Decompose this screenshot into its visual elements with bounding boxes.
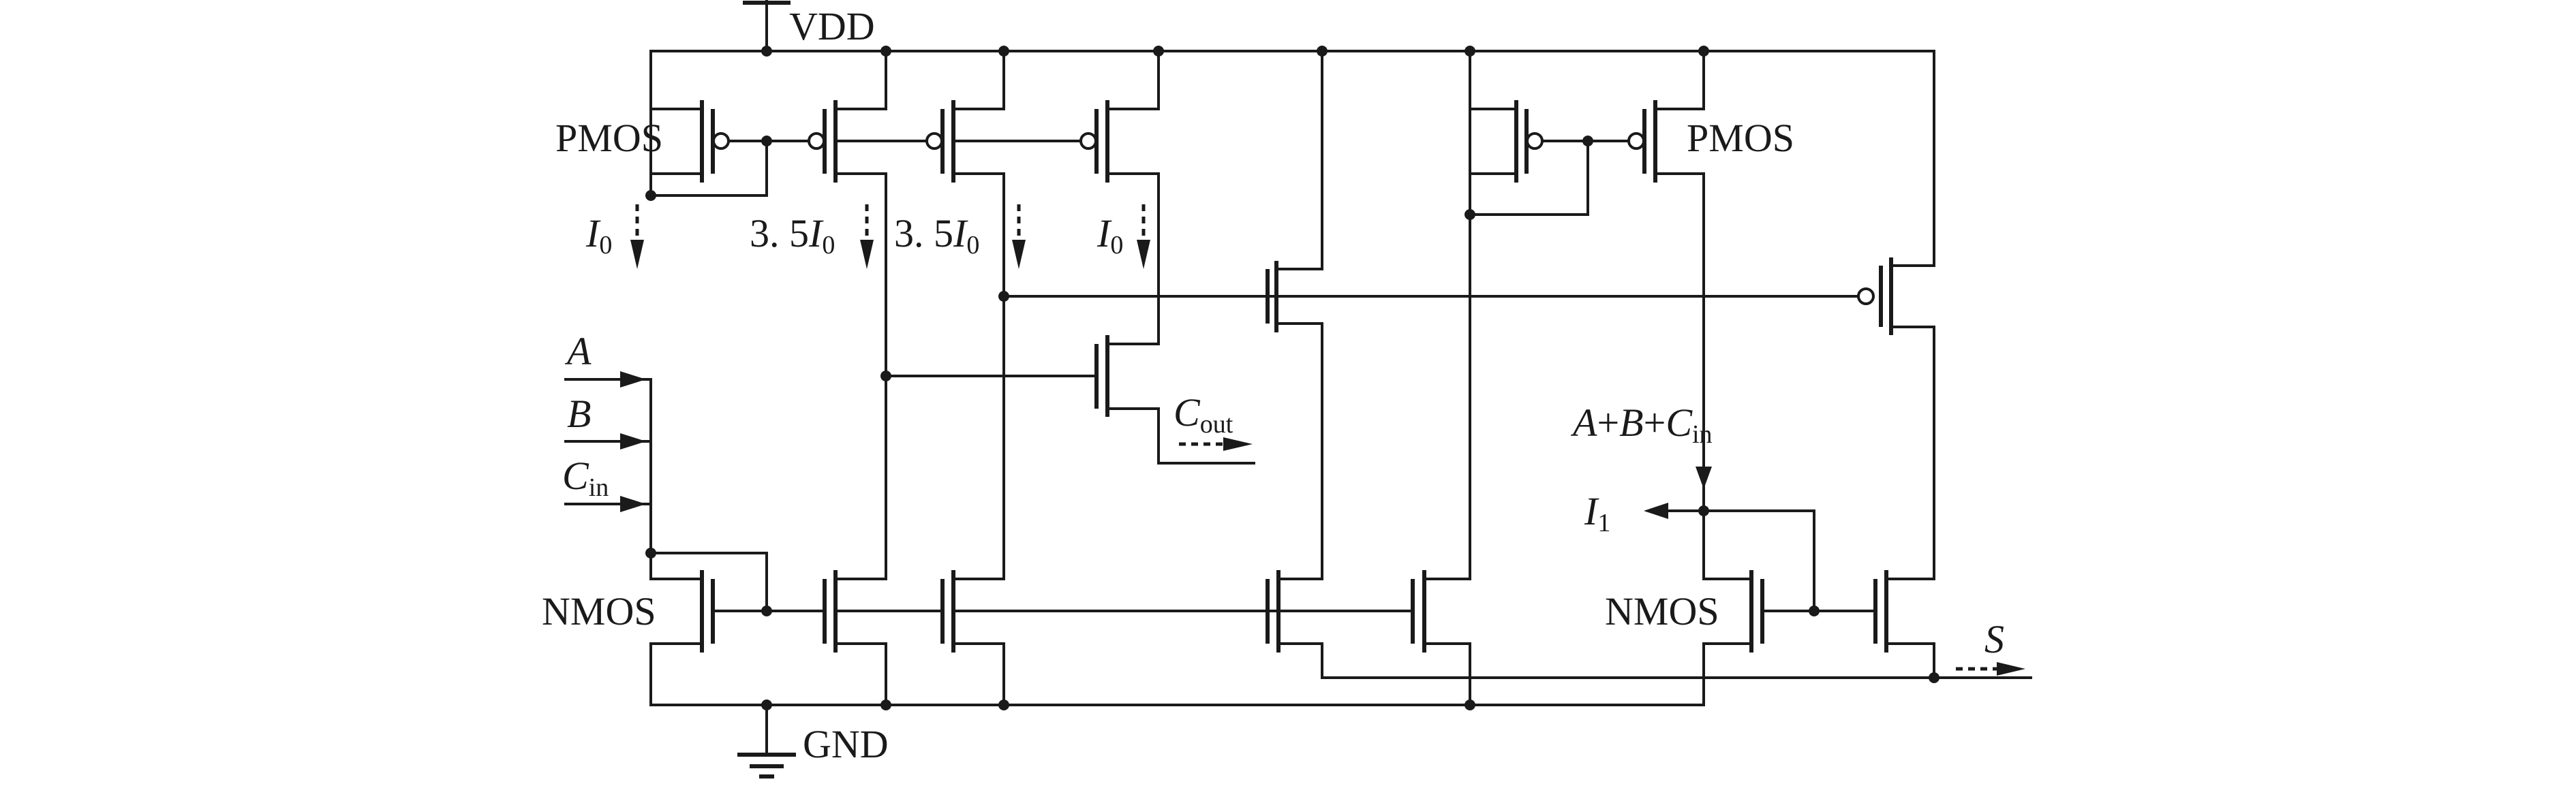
s-output [1929, 662, 2032, 683]
input-cin-label: Cin [562, 454, 609, 502]
cout-arrow [1179, 437, 1253, 451]
gnd-label: GND [803, 722, 889, 766]
pmos-transistor [834, 46, 1009, 580]
vdd-rail [649, 0, 1935, 52]
s-label: S [1984, 617, 2004, 661]
cout-label: Cout [1174, 390, 1233, 439]
pmos-transistor [645, 50, 772, 201]
current-arrow [860, 204, 874, 269]
current-label-3p5i0-b: 3. 5I0 [894, 211, 979, 260]
i1-label: I1 [1584, 489, 1610, 537]
pmos-right-label: PMOS [1687, 116, 1794, 160]
pmos-transistor [1857, 50, 1935, 580]
pmos-left-label: PMOS [555, 116, 663, 160]
middle-branch [1266, 46, 1935, 679]
nmos-transistor [1094, 335, 1255, 465]
pmos-transistor [761, 46, 1164, 345]
pmos-transistor [1465, 50, 1630, 220]
current-arrow [1012, 204, 1026, 269]
current-label-i0-left: I0 [585, 211, 612, 260]
nmos-transistor [761, 570, 1269, 710]
input-b-label: B [567, 392, 591, 436]
input-a-label: A [564, 329, 592, 373]
nmos-transistor [823, 570, 944, 710]
nmos-transistor [1266, 46, 1475, 710]
nmos-transistor [1702, 509, 1877, 706]
nmos-right-label: NMOS [1605, 589, 1719, 633]
pmos-transistor [765, 46, 891, 580]
vdd-label: VDD [789, 4, 875, 48]
current-arrow [630, 204, 644, 269]
input-wires [564, 371, 768, 612]
nmos-transistor [649, 552, 826, 706]
sum-node-label: A+B+Cin [1570, 400, 1713, 449]
gnd-rail [649, 704, 1705, 779]
current-arrow [1137, 204, 1150, 269]
nmos-left-label: NMOS [542, 589, 656, 633]
pmos-transistor [1627, 46, 1712, 512]
current-label-i0-right: I0 [1097, 211, 1123, 260]
current-arrow-i1 [1644, 503, 1709, 519]
nmos-transistor [1873, 570, 1935, 679]
current-label-3p5i0-a: 3. 5I0 [750, 211, 835, 260]
